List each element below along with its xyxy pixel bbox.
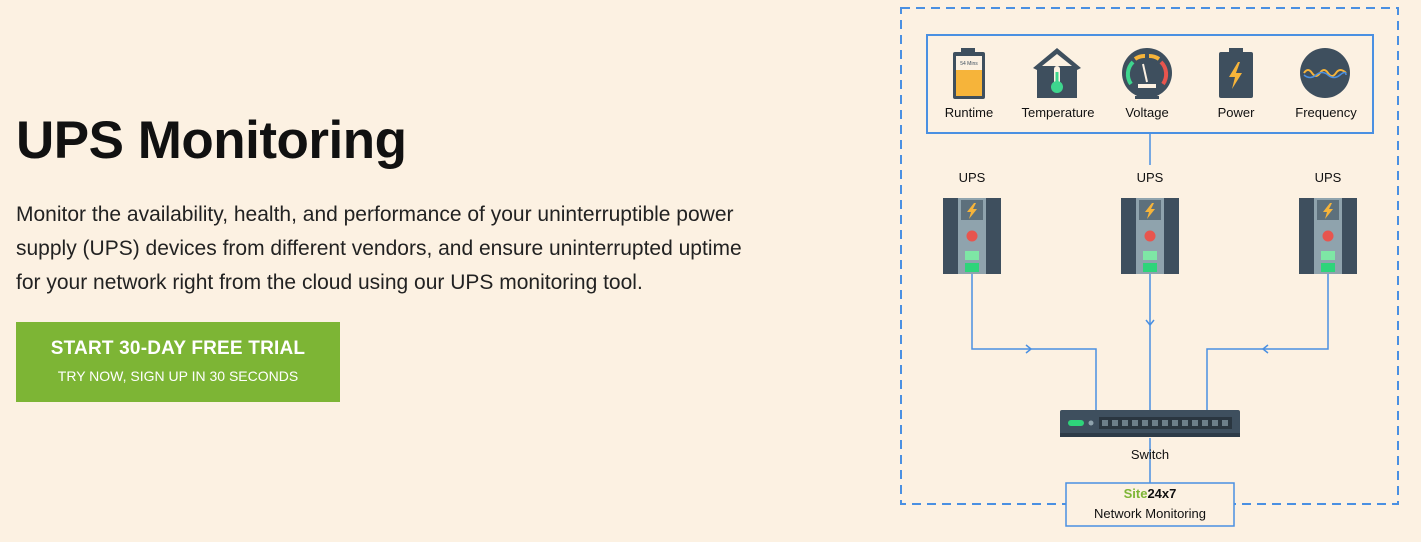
battery-runtime-icon: 54 Mins <box>953 48 985 99</box>
brand-caption: Network Monitoring <box>1094 506 1206 521</box>
ups-device-left <box>943 198 1001 274</box>
battery-runtime-text: 54 Mins <box>960 61 978 67</box>
cta-sub-label: TRY NOW, SIGN UP IN 30 SECONDS <box>57 368 299 384</box>
metric-label-temperature: Temperature <box>1022 105 1095 120</box>
thermometer-house-icon <box>1033 48 1081 98</box>
network-switch <box>1060 410 1240 437</box>
metric-label-voltage: Voltage <box>1125 105 1168 120</box>
brand-suffix-text: 24x7 <box>1147 486 1176 501</box>
switch-label: Switch <box>1131 447 1169 462</box>
brand-site-text: Site <box>1124 486 1148 501</box>
waveform-icon <box>1300 48 1350 98</box>
brand-logo: Site24x7 <box>1124 486 1177 501</box>
metric-label-runtime: Runtime <box>945 105 993 120</box>
metric-label-power: Power <box>1218 105 1256 120</box>
gauge-icon <box>1122 48 1172 99</box>
ups-label-center: UPS <box>1137 170 1164 185</box>
brand-box <box>1065 482 1235 527</box>
metric-label-frequency: Frequency <box>1295 105 1357 120</box>
page-title: UPS Monitoring <box>16 111 407 170</box>
connection-lines <box>971 133 1329 483</box>
ups-label-left: UPS <box>959 170 986 185</box>
diagram-dashed-border <box>900 7 1399 505</box>
power-battery-icon <box>1219 48 1253 98</box>
ups-device-center <box>1121 198 1179 274</box>
cta-main-label: START 30-DAY FREE TRIAL <box>50 338 306 359</box>
start-free-trial-button[interactable]: START 30-DAY FREE TRIAL TRY NOW, SIGN UP… <box>16 322 340 402</box>
ups-device-right <box>1299 198 1357 274</box>
ups-label-right: UPS <box>1315 170 1342 185</box>
hero-description: Monitor the availability, health, and pe… <box>16 203 742 294</box>
